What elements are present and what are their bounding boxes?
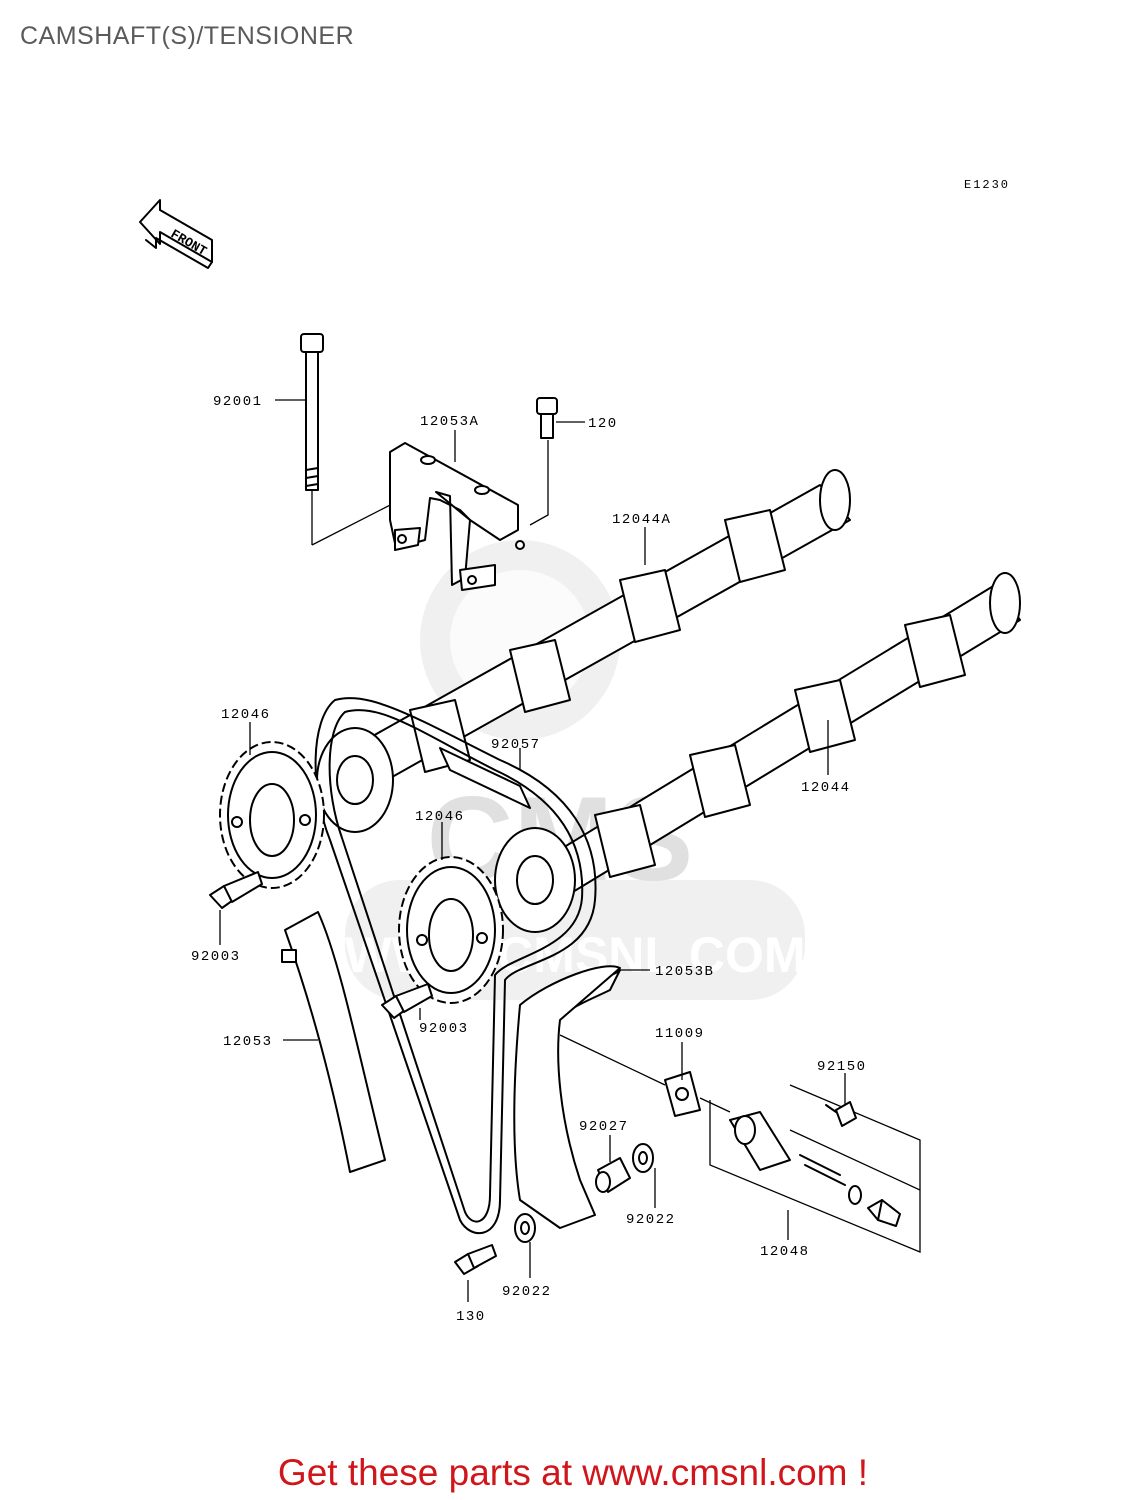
tensioner-12048 (709, 1084, 921, 1253)
sprocket-12046-left (219, 741, 325, 889)
chain-guide-12053 (281, 911, 386, 1173)
diagram-code: E1230 (964, 178, 1011, 192)
part-label-120: 120 (588, 416, 618, 432)
chain-guide-12053B (513, 965, 621, 1229)
gasket-11009 (559, 1034, 731, 1117)
part-label-92003-center: 92003 (419, 1021, 469, 1037)
part-label-92003-left: 92003 (191, 949, 241, 965)
bolt-130 (454, 1244, 497, 1275)
camshaft-holder-12053A (389, 440, 549, 591)
washer-92022-bottom (514, 1213, 536, 1243)
part-label-12048: 12048 (760, 1244, 810, 1260)
part-label-12053: 12053 (223, 1034, 273, 1050)
front-arrow-icon: FRONT (139, 199, 213, 269)
part-label-92022-right: 92022 (626, 1212, 676, 1228)
part-label-92057: 92057 (491, 737, 541, 753)
camshaft-12044 (494, 572, 1021, 933)
bolt-92003-center (381, 983, 433, 1019)
collar-92027 (595, 1157, 631, 1193)
cam-chain-92057 (314, 697, 597, 1235)
part-label-12044A: 12044A (612, 512, 671, 528)
washer-92022-right (632, 1143, 654, 1173)
parts-diagram: CMS WWW.CMSNL.COM FRONT (139, 199, 1021, 1325)
part-label-12053B: 12053B (655, 964, 714, 980)
part-label-12044: 12044 (801, 780, 851, 796)
part-label-92150: 92150 (817, 1059, 867, 1075)
leader-lines (219, 399, 846, 1302)
part-label-12046-center: 12046 (415, 809, 465, 825)
part-label-12053A: 12053A (420, 414, 479, 430)
bolt-120 (536, 397, 558, 439)
part-label-92022-bottom: 92022 (502, 1284, 552, 1300)
part-label-92027: 92027 (579, 1119, 629, 1135)
camshaft-12044A (316, 469, 851, 833)
page-title: CAMSHAFT(S)/TENSIONER (20, 22, 355, 50)
bolt-92003-left (209, 871, 263, 909)
bolt-92150 (825, 1101, 857, 1127)
promo-banner[interactable]: Get these parts at www.cmsnl.com ! (277, 1452, 869, 1493)
part-label-130: 130 (456, 1309, 486, 1325)
part-label-12046-left: 12046 (221, 707, 271, 723)
part-label-92001: 92001 (213, 394, 263, 410)
part-label-11009: 11009 (655, 1026, 705, 1042)
bolt-92001 (300, 333, 401, 546)
sprocket-12046-center (398, 856, 504, 1004)
